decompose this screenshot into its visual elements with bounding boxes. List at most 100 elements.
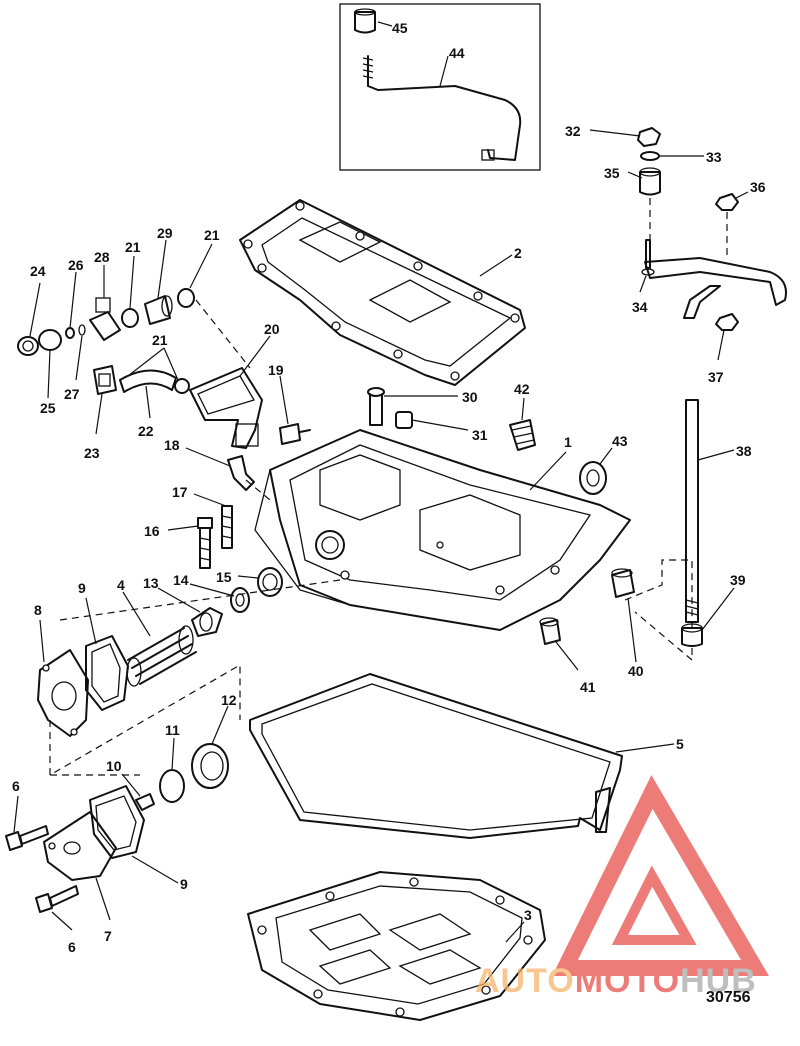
callout-15: 15 bbox=[216, 569, 232, 585]
callout-39: 39 bbox=[730, 572, 746, 588]
part-12-cup bbox=[191, 743, 229, 789]
part-21-clamp-b bbox=[177, 288, 195, 308]
callout-27: 27 bbox=[64, 386, 80, 402]
callout-21-b: 21 bbox=[204, 227, 220, 243]
callout-35: 35 bbox=[604, 165, 620, 181]
callout-7: 7 bbox=[104, 928, 112, 944]
callout-45: 45 bbox=[392, 20, 408, 36]
part-42-fitting bbox=[509, 419, 536, 451]
callout-42: 42 bbox=[514, 381, 530, 397]
part-31-dowel bbox=[395, 411, 413, 429]
callouts: 45 44 32 33 35 36 34 37 38 39 40 41 42 4… bbox=[12, 20, 766, 955]
part-29-hose bbox=[144, 295, 173, 325]
callout-8: 8 bbox=[34, 602, 42, 618]
callout-34: 34 bbox=[632, 299, 648, 315]
part-21-clamp-a bbox=[121, 308, 139, 328]
part-16-bolt bbox=[197, 517, 213, 569]
part-32-nut bbox=[637, 127, 661, 147]
part-3-gasket-lower bbox=[247, 871, 546, 1021]
part-22-hose bbox=[119, 369, 177, 393]
part-27-o-ring bbox=[78, 324, 86, 336]
watermark-text-auto: AUTO bbox=[475, 962, 575, 1000]
callout-9-b: 9 bbox=[180, 876, 188, 892]
callout-18: 18 bbox=[164, 437, 180, 453]
callout-40: 40 bbox=[628, 663, 644, 679]
part-14-washer bbox=[230, 587, 250, 613]
part-41-grommet bbox=[539, 617, 561, 645]
part-40-grommet bbox=[611, 568, 635, 598]
part-28-fitting bbox=[89, 297, 121, 341]
callout-24: 24 bbox=[30, 263, 46, 279]
inset-box bbox=[339, 3, 541, 171]
part-8-cover bbox=[37, 649, 89, 737]
callout-31: 31 bbox=[472, 427, 488, 443]
callout-9-a: 9 bbox=[78, 580, 86, 596]
callout-41: 41 bbox=[580, 679, 596, 695]
part-33-washer bbox=[640, 151, 660, 161]
callout-33: 33 bbox=[706, 149, 722, 165]
watermark-text-moto: MOTO bbox=[575, 962, 680, 1000]
part-7-plate bbox=[43, 811, 117, 881]
callout-32: 32 bbox=[565, 123, 581, 139]
callout-19: 19 bbox=[268, 362, 284, 378]
callout-44: 44 bbox=[449, 45, 465, 61]
callout-21-c: 21 bbox=[152, 332, 168, 348]
callout-30: 30 bbox=[462, 389, 478, 405]
part-23-grommet bbox=[93, 365, 117, 395]
callout-10: 10 bbox=[106, 758, 122, 774]
callout-16: 16 bbox=[144, 523, 160, 539]
part-5-seal bbox=[249, 673, 623, 839]
part-20-manifold bbox=[189, 367, 263, 449]
part-2-gasket-upper bbox=[239, 199, 526, 386]
part-37-nut bbox=[715, 313, 739, 331]
watermark-triangle-inner bbox=[611, 865, 697, 945]
callout-25: 25 bbox=[40, 400, 56, 416]
part-10-screw bbox=[135, 793, 155, 811]
part-34-lever bbox=[641, 239, 787, 319]
callout-1: 1 bbox=[564, 434, 572, 450]
part-35-bushing bbox=[639, 167, 661, 196]
watermark-triangle-outer bbox=[552, 775, 769, 976]
callout-6-a: 6 bbox=[12, 778, 20, 794]
callout-29: 29 bbox=[157, 225, 173, 241]
callout-17: 17 bbox=[172, 484, 188, 500]
callout-26: 26 bbox=[68, 257, 84, 273]
callout-28: 28 bbox=[94, 249, 110, 265]
part-26-clip bbox=[65, 327, 75, 339]
callout-14: 14 bbox=[173, 572, 189, 588]
part-45-cap bbox=[354, 8, 376, 34]
figure-number: 30756 bbox=[706, 989, 751, 1006]
callout-36: 36 bbox=[750, 179, 766, 195]
part-9-gasket-upper bbox=[85, 635, 129, 711]
part-9-gasket-lower bbox=[89, 785, 145, 859]
callout-5: 5 bbox=[676, 736, 684, 752]
part-6-bolt-lower bbox=[35, 885, 79, 913]
callout-6-b: 6 bbox=[68, 939, 76, 955]
callout-23: 23 bbox=[84, 445, 100, 461]
callout-43: 43 bbox=[612, 433, 628, 449]
part-25-seal bbox=[38, 329, 62, 351]
part-19-fitting bbox=[279, 423, 311, 445]
part-1-adapter-plate bbox=[254, 429, 631, 631]
part-43-washer bbox=[579, 461, 607, 495]
part-17-fitting bbox=[221, 505, 233, 549]
watermark-text-hub: HUB bbox=[680, 962, 757, 1000]
part-11-diaphragm bbox=[159, 769, 185, 803]
callout-4: 4 bbox=[117, 577, 125, 593]
callout-38: 38 bbox=[736, 443, 752, 459]
callout-21-a: 21 bbox=[125, 239, 141, 255]
part-30-bolt bbox=[367, 387, 385, 426]
leader-dash-40 bbox=[624, 559, 693, 628]
callout-2: 2 bbox=[514, 245, 522, 261]
svg-text:AUTOMOTOHUB: AUTOMOTOHUB bbox=[475, 962, 757, 1000]
part-36-nut bbox=[715, 193, 739, 211]
watermark-logo: AUTOMOTOHUB bbox=[475, 775, 769, 1000]
callout-3: 3 bbox=[524, 907, 532, 923]
callout-12: 12 bbox=[221, 692, 237, 708]
callout-11: 11 bbox=[165, 722, 180, 738]
part-6-bolt-upper bbox=[5, 825, 49, 851]
part-13-valve bbox=[191, 607, 223, 637]
callout-13: 13 bbox=[143, 575, 159, 591]
callout-37: 37 bbox=[708, 369, 724, 385]
